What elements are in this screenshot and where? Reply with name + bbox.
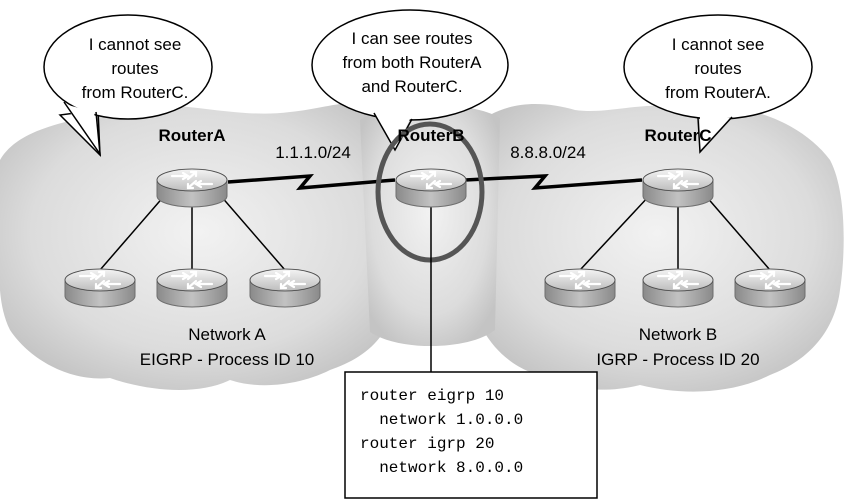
network-b-name: Network B bbox=[639, 325, 717, 344]
bubble-left-line-2: routes bbox=[111, 59, 158, 78]
bubble-right-line-3: from RouterA. bbox=[665, 83, 771, 102]
network-a-router-2-icon[interactable] bbox=[155, 267, 229, 309]
router-b-label: RouterB bbox=[397, 126, 464, 145]
network-b-protocol: IGRP - Process ID 20 bbox=[596, 350, 759, 369]
config-line-1: router eigrp 10 bbox=[360, 387, 504, 405]
bubble-center-line-2: from both RouterA bbox=[343, 53, 483, 72]
speech-bubble-left: I cannot see routes from RouterC. bbox=[43, 14, 213, 157]
bubble-center-line-1: I can see routes bbox=[352, 29, 473, 48]
config-box: router eigrp 10 network 1.0.0.0 router i… bbox=[344, 371, 598, 499]
router-a-label: RouterA bbox=[158, 126, 225, 145]
router-b-highlight bbox=[375, 121, 485, 263]
network-a-router-1-icon[interactable] bbox=[63, 267, 137, 309]
network-b-router-1-icon[interactable] bbox=[543, 267, 617, 309]
network-a-name: Network A bbox=[188, 325, 266, 344]
link-bc-label: 8.8.8.0/24 bbox=[510, 143, 586, 162]
router-a-icon[interactable] bbox=[155, 167, 229, 209]
network-b-router-2-icon[interactable] bbox=[641, 267, 715, 309]
router-c-label: RouterC bbox=[644, 126, 711, 145]
network-a-router-3-icon[interactable] bbox=[248, 267, 322, 309]
bubble-center-line-3: and RouterC. bbox=[361, 77, 462, 96]
speech-bubble-right: I cannot see routes from RouterA. bbox=[623, 14, 813, 154]
link-ab-label: 1.1.1.0/24 bbox=[275, 143, 351, 162]
bubble-left-line-1: I cannot see bbox=[89, 35, 182, 54]
serial-link-bc bbox=[464, 174, 643, 191]
serial-link-ab bbox=[227, 173, 396, 191]
network-b-links bbox=[579, 194, 771, 271]
bubble-right-line-2: routes bbox=[694, 59, 741, 78]
config-line-2: network 1.0.0.0 bbox=[360, 411, 523, 429]
router-c-icon[interactable] bbox=[641, 167, 715, 209]
router-b-icon[interactable] bbox=[394, 167, 468, 209]
speech-bubble-center: I can see routes from both RouterA and R… bbox=[311, 9, 509, 152]
bubble-left-line-3: from RouterC. bbox=[82, 83, 189, 102]
network-a-links bbox=[99, 194, 286, 271]
network-b-router-3-icon[interactable] bbox=[733, 267, 807, 309]
network-a-protocol: EIGRP - Process ID 10 bbox=[140, 350, 314, 369]
network-a-cloud bbox=[0, 103, 400, 390]
center-cloud bbox=[360, 104, 500, 347]
config-line-3: router igrp 20 bbox=[360, 435, 494, 453]
bubble-right-line-1: I cannot see bbox=[672, 35, 765, 54]
config-line-4: network 8.0.0.0 bbox=[360, 459, 523, 477]
network-b-cloud bbox=[470, 104, 844, 392]
